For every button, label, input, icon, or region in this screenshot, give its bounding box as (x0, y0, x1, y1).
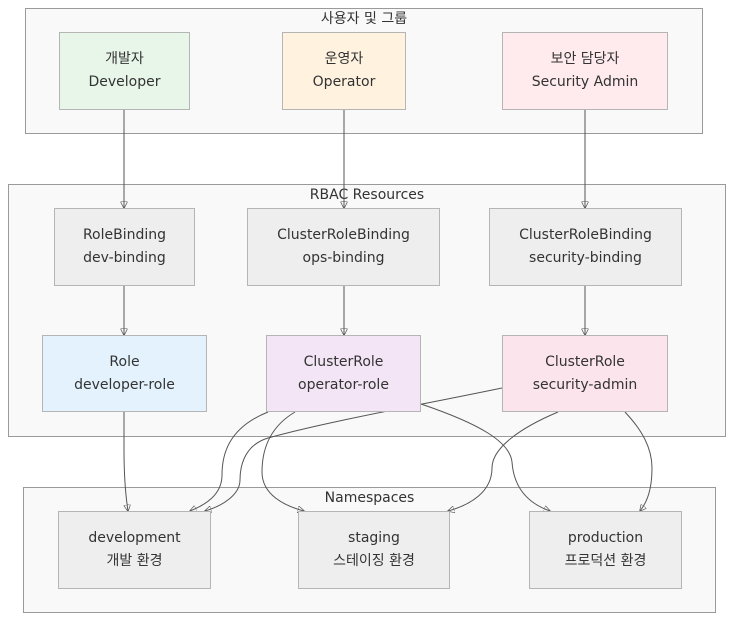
node-security-binding[interactable]: ClusterRoleBinding security-binding (489, 208, 682, 286)
cluster-namespaces-title: Namespaces (324, 490, 415, 506)
node-development[interactable]: development 개발 환경 (58, 511, 211, 589)
node-dev-binding[interactable]: RoleBinding dev-binding (54, 208, 195, 286)
node-security-binding-kind: ClusterRoleBinding (519, 227, 652, 243)
node-production[interactable]: production 프로덕션 환경 (529, 511, 682, 589)
node-developer-role[interactable]: Role developer-role (42, 335, 207, 412)
cluster-users-title: 사용자 및 그룹 (320, 11, 408, 27)
node-security-admin-role-name: security-admin (532, 376, 638, 393)
node-staging[interactable]: staging 스테이징 환경 (298, 511, 450, 589)
node-operator-role-kind: ClusterRole (303, 353, 384, 370)
node-operator-label-ko: 운영자 (324, 51, 364, 67)
node-operator-role[interactable]: ClusterRole operator-role (266, 335, 421, 412)
node-production-desc: 프로덕션 환경 (564, 553, 647, 569)
node-security-label-en: Security Admin (531, 74, 639, 90)
node-staging-name: staging (348, 530, 400, 546)
node-production-name: production (567, 530, 644, 546)
node-dev-binding-name: dev-binding (83, 250, 166, 266)
node-dev-binding-kind: RoleBinding (82, 227, 167, 243)
node-developer-label-ko: 개발자 (105, 51, 144, 67)
node-security-admin-role-kind: ClusterRole (545, 353, 625, 370)
node-developer-role-name: developer-role (74, 376, 175, 393)
cluster-rbac-title: RBAC Resources (309, 187, 425, 203)
node-ops-binding[interactable]: ClusterRoleBinding ops-binding (247, 208, 440, 286)
node-development-name: development (88, 530, 181, 546)
node-staging-desc: 스테이징 환경 (333, 553, 415, 569)
node-ops-binding-name: ops-binding (302, 250, 385, 266)
node-security-admin-role[interactable]: ClusterRole security-admin (502, 335, 668, 412)
node-operator[interactable]: 운영자 Operator (282, 32, 406, 110)
node-security-binding-name: security-binding (529, 250, 642, 266)
node-development-desc: 개발 환경 (106, 553, 163, 569)
node-operator-label-en: Operator (312, 74, 376, 90)
node-developer-label-en: Developer (88, 74, 161, 90)
node-operator-role-name: operator-role (298, 376, 389, 393)
node-security-label-ko: 보안 담당자 (550, 51, 620, 67)
node-developer[interactable]: 개발자 Developer (59, 32, 190, 110)
node-developer-role-kind: Role (109, 353, 140, 370)
node-security-admin[interactable]: 보안 담당자 Security Admin (502, 32, 668, 110)
node-ops-binding-kind: ClusterRoleBinding (277, 227, 410, 243)
